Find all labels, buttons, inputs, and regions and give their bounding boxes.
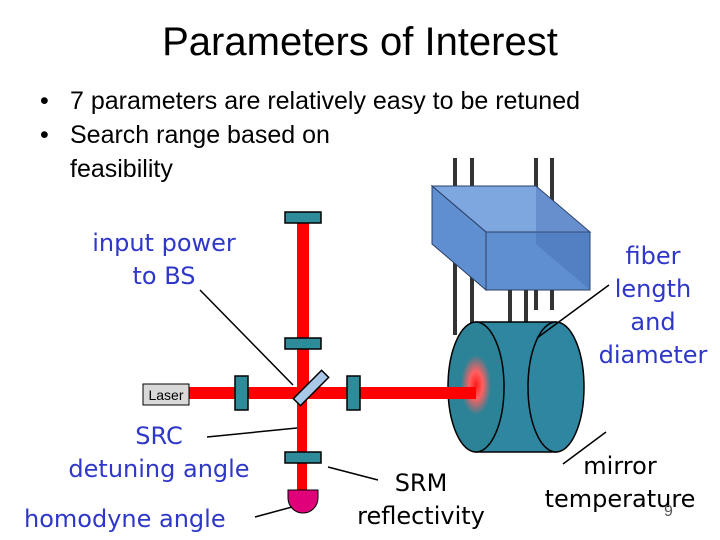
leader-lines — [199, 284, 610, 518]
beam-vertical-output — [297, 394, 307, 492]
block-right-face — [536, 186, 590, 290]
leader-srm — [327, 466, 379, 481]
bullet-item: Search range based on — [40, 118, 580, 152]
power-recycling-mirror — [234, 375, 249, 411]
leader-input-power — [199, 289, 294, 386]
bullet-list: 7 parameters are relatively easy to be r… — [40, 84, 580, 186]
bullet-item: 7 parameters are relatively easy to be r… — [40, 84, 580, 118]
bullet-continuation: feasibility — [70, 155, 173, 183]
label-srm: SRM reflectivity — [357, 469, 485, 530]
slide-title: Parameters of Interest — [162, 20, 558, 64]
leader-mirror — [562, 431, 607, 465]
laser-box — [142, 383, 190, 406]
label-input-power: input power to BS — [92, 229, 236, 290]
drum-back — [527, 321, 585, 453]
signal-recycling-mirror — [346, 375, 361, 411]
end-mirror-top — [284, 211, 322, 224]
beam-horizontal-srm — [306, 387, 476, 399]
input-test-mass — [284, 337, 322, 350]
fiber-block — [430, 184, 592, 292]
beam-splitter — [292, 369, 330, 407]
block-front-face — [485, 231, 591, 291]
leader-fiber — [536, 284, 610, 339]
beam-spot — [461, 355, 491, 415]
test-mass — [447, 321, 585, 453]
laser-label: Laser — [148, 387, 183, 403]
label-src: SRC detuning angle — [68, 422, 250, 483]
beam-vertical-arm — [297, 218, 309, 394]
optics — [234, 211, 361, 464]
leader-homodyne — [254, 506, 293, 518]
photodetector — [287, 489, 319, 514]
label-fiber: fiber length and diameter — [598, 242, 708, 369]
output-mirror — [284, 451, 322, 464]
label-homodyne: homodyne angle — [24, 505, 226, 533]
leader-src — [206, 427, 298, 438]
page-number: 9 — [664, 503, 673, 520]
label-mirror-temperature: mirror temperature — [544, 452, 696, 513]
